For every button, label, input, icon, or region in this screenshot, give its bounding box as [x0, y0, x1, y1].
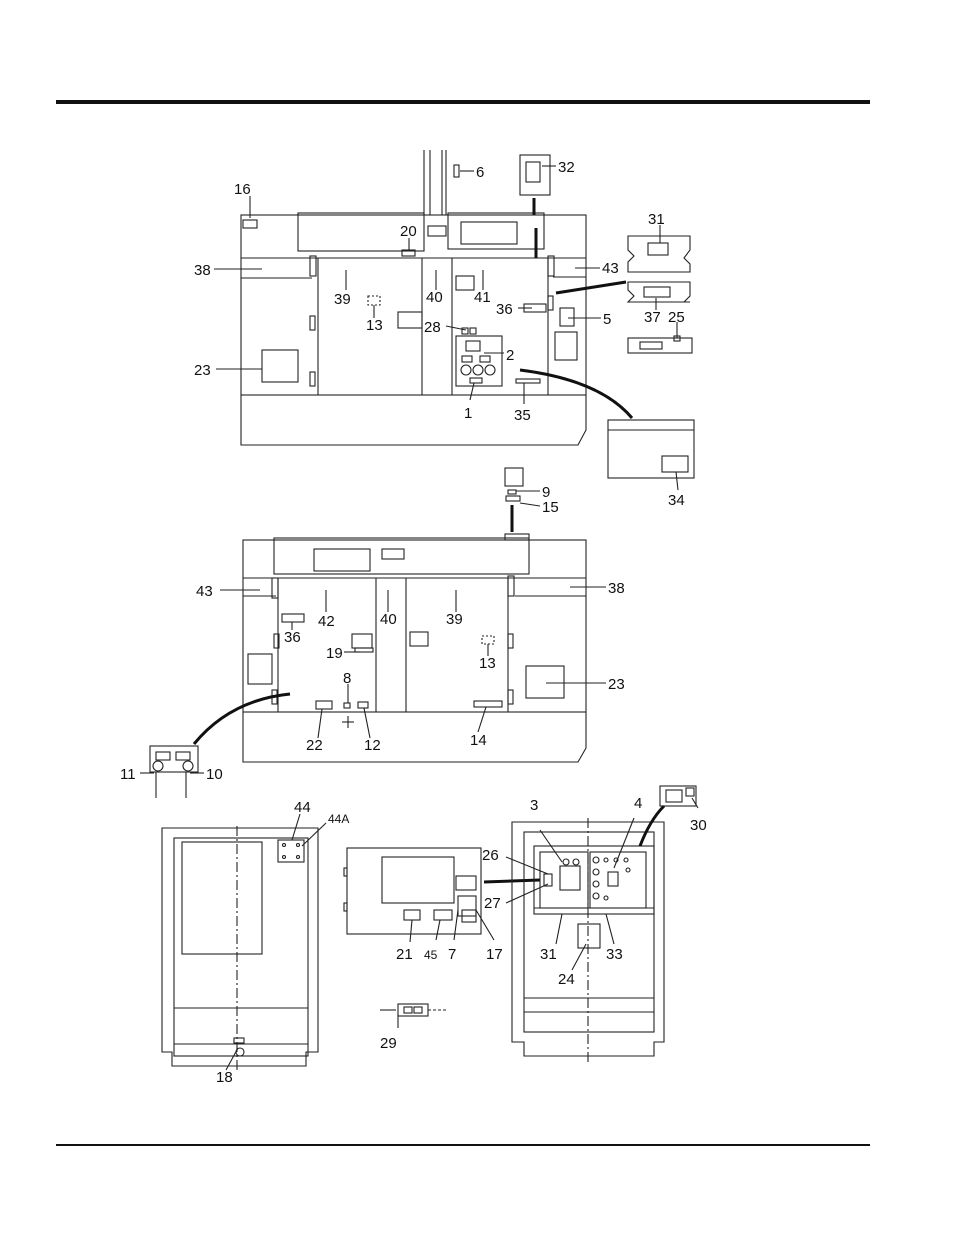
- callout-39-a: 39: [334, 291, 351, 308]
- callout-27: 27: [484, 895, 501, 912]
- callout-13-a: 13: [366, 317, 383, 334]
- callout-37: 37: [644, 309, 661, 326]
- panel-door: [344, 848, 540, 1028]
- callout-20: 20: [400, 223, 417, 240]
- callout-44: 44: [294, 799, 311, 816]
- callout-33: 33: [606, 946, 623, 963]
- callout-41: 41: [474, 289, 491, 306]
- callout-11: 11: [120, 766, 136, 783]
- callout-35: 35: [514, 407, 531, 424]
- callout-40-a: 40: [426, 289, 443, 306]
- callout-28: 28: [424, 319, 441, 336]
- callout-43-b: 43: [196, 583, 213, 600]
- callout-22: 22: [306, 737, 323, 754]
- callout-6: 6: [476, 164, 484, 181]
- callout-38-b: 38: [608, 580, 625, 597]
- callout-7: 7: [448, 946, 456, 963]
- callout-25: 25: [668, 309, 685, 326]
- callout-39-b: 39: [446, 611, 463, 628]
- callout-43-a: 43: [602, 260, 619, 277]
- callout-44a: 44A: [328, 812, 349, 826]
- callout-14: 14: [470, 732, 487, 749]
- callout-23-b: 23: [608, 676, 625, 693]
- callout-30: 30: [690, 817, 707, 834]
- callout-23-a: 23: [194, 362, 211, 379]
- callout-34: 34: [668, 492, 685, 509]
- callout-5: 5: [603, 311, 611, 328]
- callout-29: 29: [380, 1035, 397, 1052]
- callout-26: 26: [482, 847, 499, 864]
- callout-36-a: 36: [496, 301, 513, 318]
- callout-4: 4: [634, 795, 642, 812]
- callout-17: 17: [486, 946, 503, 963]
- end-view: [162, 814, 326, 1070]
- callout-15: 15: [542, 499, 559, 516]
- callout-1: 1: [464, 405, 472, 422]
- callout-45: 45: [424, 948, 438, 962]
- callout-18: 18: [216, 1069, 233, 1086]
- callout-10: 10: [206, 766, 223, 783]
- callout-13-b: 13: [479, 655, 496, 672]
- callout-42: 42: [318, 613, 335, 630]
- callout-21: 21: [396, 946, 413, 963]
- callout-36-b: 36: [284, 629, 301, 646]
- generator-side-a: [214, 150, 694, 490]
- callout-2: 2: [506, 347, 514, 364]
- callout-19: 19: [326, 645, 343, 662]
- callout-31-a: 31: [648, 211, 665, 228]
- callout-40-b: 40: [380, 611, 397, 628]
- control-panel-view: [506, 786, 698, 1062]
- callout-38-a: 38: [194, 262, 211, 279]
- callout-16: 16: [234, 181, 251, 198]
- callout-31-b: 31: [540, 946, 557, 963]
- callout-24: 24: [558, 971, 575, 988]
- callout-8: 8: [343, 670, 351, 687]
- callout-12: 12: [364, 737, 381, 754]
- callout-labels: 1 2 3 4 5 6 7 8 9 10 11 12 13 13 14 15 1…: [120, 159, 707, 1086]
- callout-3: 3: [530, 797, 538, 814]
- callout-32: 32: [558, 159, 575, 176]
